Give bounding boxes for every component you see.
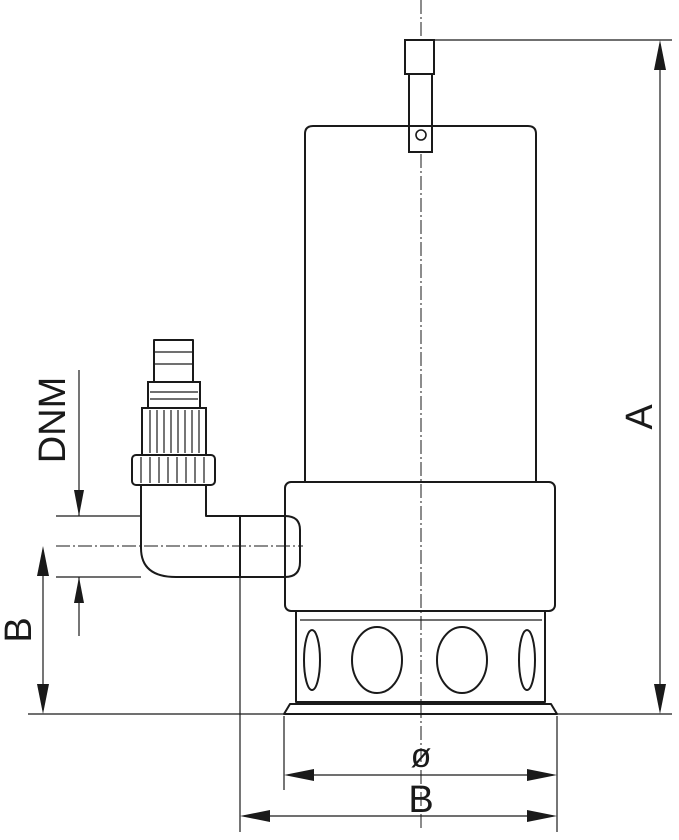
strainer-slot-left [303,629,321,691]
dimension-b-vertical: B [0,546,49,714]
strainer-slot-right [518,629,536,691]
dimension-dnm: DNM [32,370,84,636]
dimension-label-dnm: DNM [32,377,74,464]
pump-outlet [131,339,301,578]
dimension-label-diameter: ø [411,737,432,775]
dimension-b-horizontal: B [240,779,557,822]
dimension-label-b-horizontal: B [408,779,433,821]
dimension-label-b-vertical: B [0,617,40,642]
strainer-hole [436,626,488,694]
dimension-label-a: A [619,404,661,430]
dimension-a: A [619,40,666,714]
strainer-hole [351,626,403,694]
extension-lines [28,39,672,832]
pump-strainer [295,610,546,703]
pump-handle [404,39,435,153]
pump-collar [284,481,556,612]
dimension-diameter: ø [284,737,557,781]
